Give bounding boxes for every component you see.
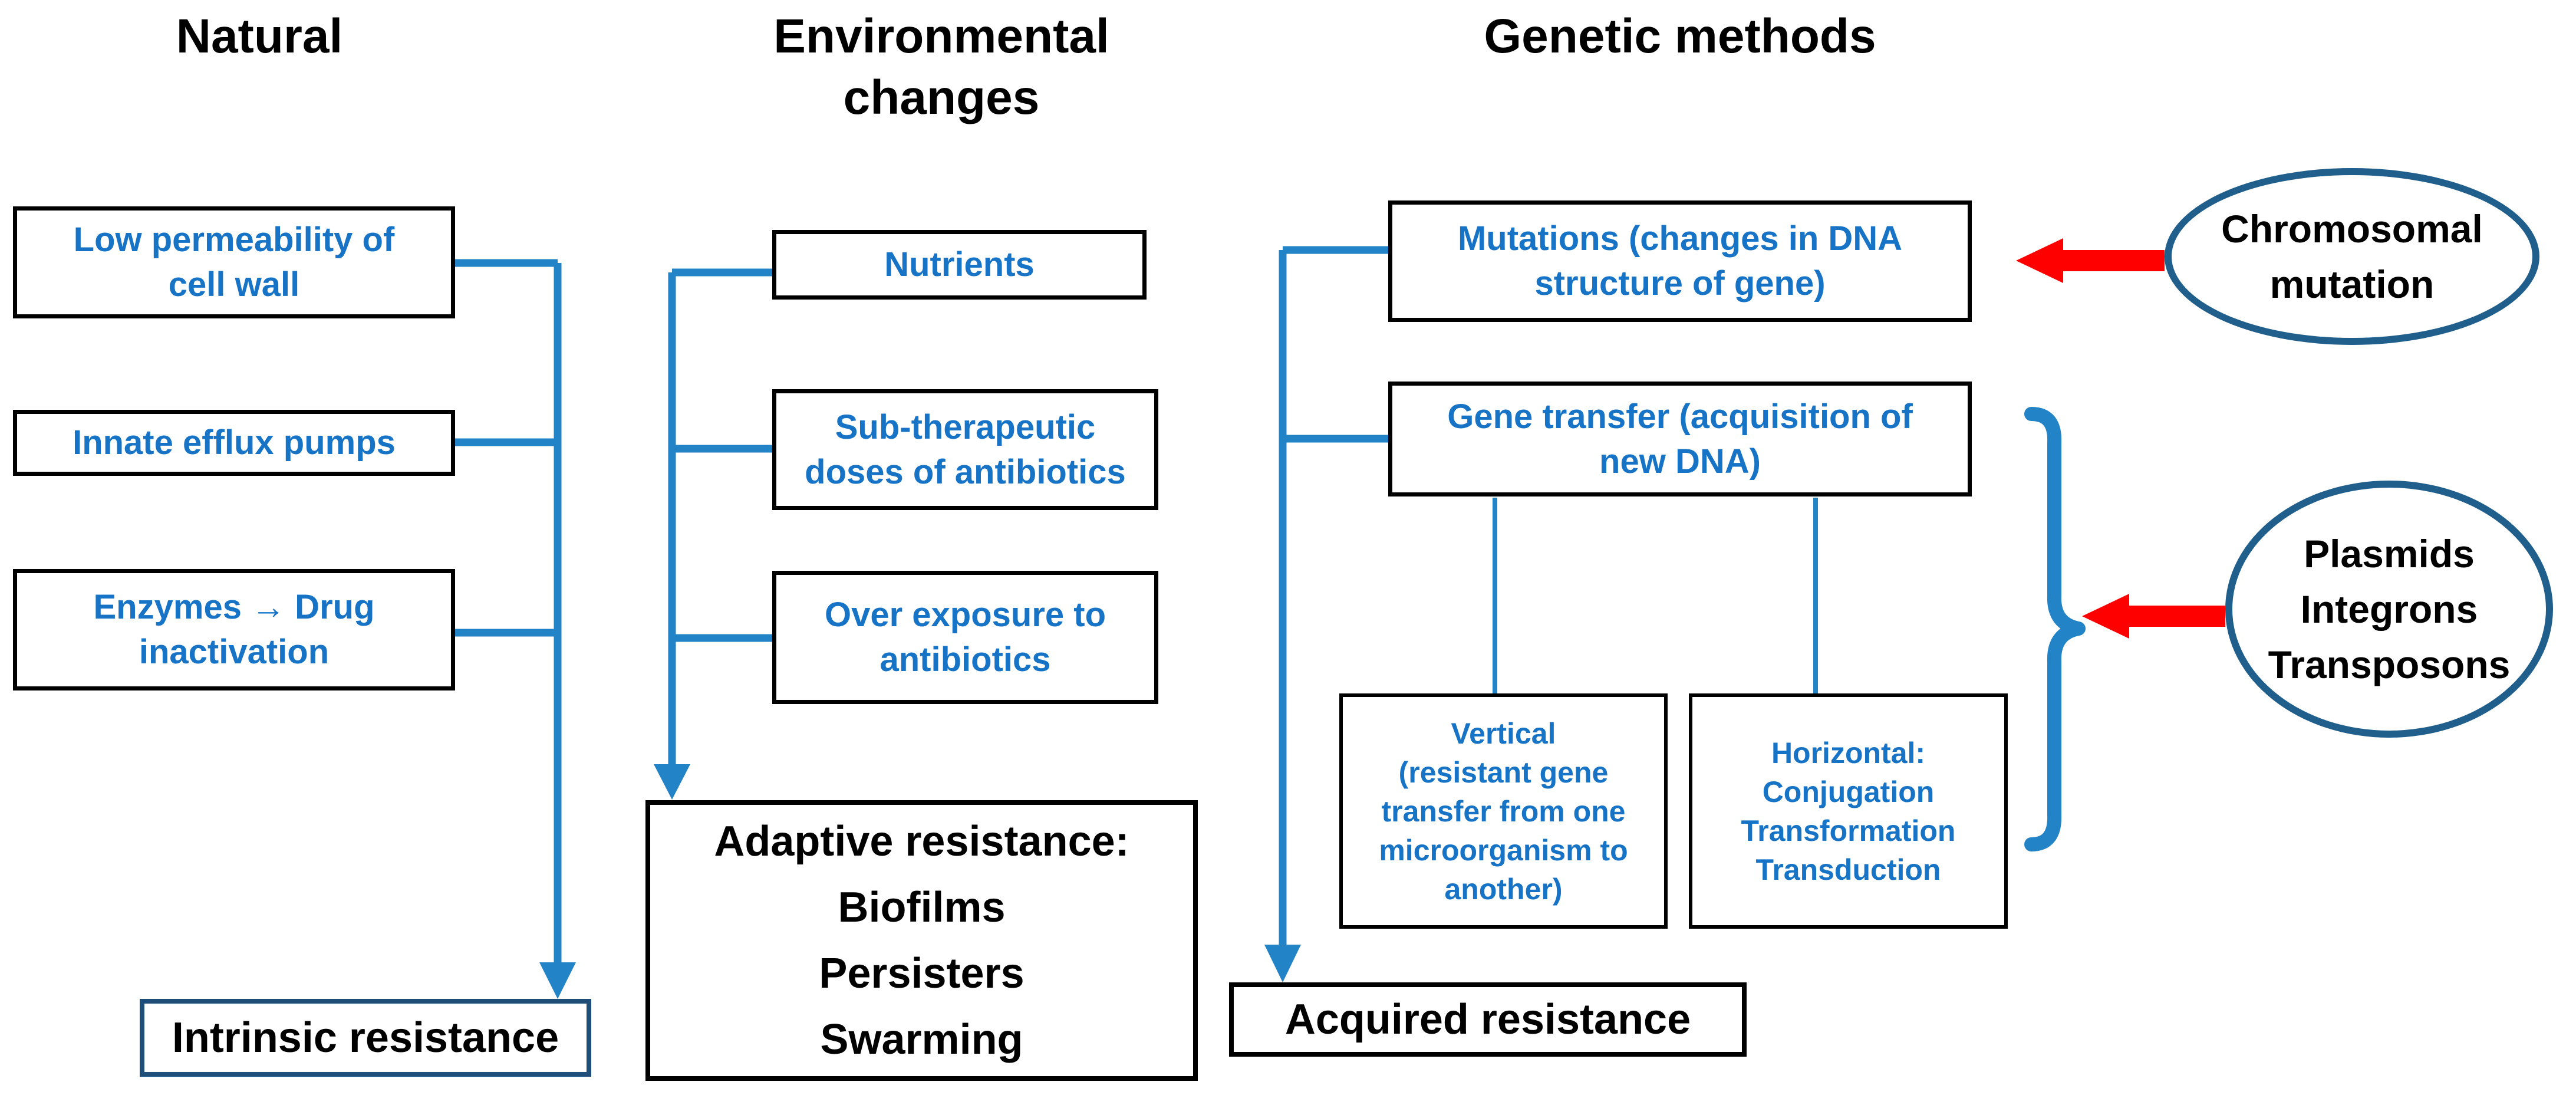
environmental-connector-line (668, 268, 773, 764)
text-line: Gene transfer (acquisition of (1447, 397, 1913, 436)
box-gene-transfer: Gene transfer (acquisition of new DNA) (1388, 382, 1972, 496)
text-line: cell wall (168, 265, 300, 304)
text-line: (resistant gene (1398, 755, 1609, 789)
column-title-natural: Natural (112, 6, 407, 67)
down-arrow-icon (654, 764, 690, 800)
text-line: Nutrients (884, 245, 1035, 284)
column-title-environmental: Environmental changes (735, 6, 1148, 129)
text-line: Swarming (820, 1016, 1023, 1063)
text-line: antibiotics (879, 640, 1051, 679)
natural-connector-line (455, 259, 562, 962)
text-line: transfer from one (1381, 794, 1626, 828)
ellipse-plasmids-integrons-transposons: Plasmids Integrons Transposons (2225, 481, 2553, 738)
box-nutrients: Nutrients (772, 230, 1147, 300)
text-line: Transduction (1755, 853, 1941, 886)
text-line: microorganism to (1379, 833, 1628, 867)
box-vertical-transfer: Vertical (resistant gene transfer from o… (1339, 693, 1668, 929)
text-line: Transformation (1741, 814, 1956, 847)
text-line: Vertical (1451, 716, 1556, 750)
box-over-exposure: Over exposure to antibiotics (772, 571, 1158, 704)
box-enzymes-drug-inactivation: Enzymes → Drug inactivation (13, 569, 455, 690)
title-line: changes (843, 71, 1040, 124)
title-line: Natural (176, 9, 343, 63)
down-arrow-icon (1264, 945, 1301, 982)
brace-icon (2024, 407, 2086, 851)
text-line: Low permeability of (73, 221, 395, 259)
box-acquired-resistance: Acquired resistance (1229, 982, 1747, 1057)
ellipse-chromosomal-mutation: Chromosomal mutation (2165, 168, 2539, 345)
text-line: Chromosomal (2221, 207, 2483, 251)
red-arrow-icon (2082, 594, 2225, 639)
text-line: Adaptive resistance: (714, 818, 1129, 865)
red-arrow-icon (2016, 238, 2165, 283)
box-adaptive-resistance: Adaptive resistance: Biofilms Persisters… (645, 800, 1198, 1081)
text-line: Transposons (2268, 643, 2511, 686)
text-line: another) (1444, 872, 1563, 906)
text-line: inactivation (139, 633, 330, 671)
text-line: Plasmids (2304, 532, 2475, 576)
box-low-permeability: Low permeability of cell wall (13, 206, 455, 318)
text-line: Over exposure to (824, 596, 1106, 634)
text-line: Horizontal: (1771, 736, 1926, 770)
text-line: Innate efflux pumps (73, 423, 396, 462)
box-innate-efflux-pumps: Innate efflux pumps (13, 410, 455, 476)
text-line: Conjugation (1762, 775, 1935, 808)
text-line: Acquired resistance (1284, 996, 1691, 1043)
text-line: Biofilms (838, 884, 1006, 931)
text-line: doses of antibiotics (805, 452, 1126, 491)
column-title-genetic: Genetic methods (1474, 6, 1886, 67)
box-mutations: Mutations (changes in DNA structure of g… (1388, 200, 1972, 322)
gene-transfer-child-lines (1493, 498, 1818, 693)
box-intrinsic-resistance: Intrinsic resistance (140, 999, 591, 1077)
text-line: Intrinsic resistance (172, 1014, 559, 1061)
text-line: Persisters (819, 950, 1025, 997)
text-line: structure of gene) (1534, 264, 1826, 302)
text-line: Integrons (2300, 587, 2478, 631)
text-line: mutation (2269, 262, 2435, 306)
box-horizontal-transfer: Horizontal: Conjugation Transformation T… (1689, 693, 2008, 929)
text-line: new DNA) (1599, 442, 1761, 481)
text-line: Sub-therapeutic (835, 407, 1096, 446)
title-line: Environmental (773, 9, 1109, 63)
down-arrow-icon (539, 962, 576, 999)
title-line: Genetic methods (1484, 9, 1876, 63)
text-line: Enzymes → Drug (93, 588, 375, 626)
text-line: Mutations (changes in DNA (1457, 219, 1903, 258)
box-subtherapeutic-doses: Sub-therapeutic doses of antibiotics (772, 389, 1158, 510)
